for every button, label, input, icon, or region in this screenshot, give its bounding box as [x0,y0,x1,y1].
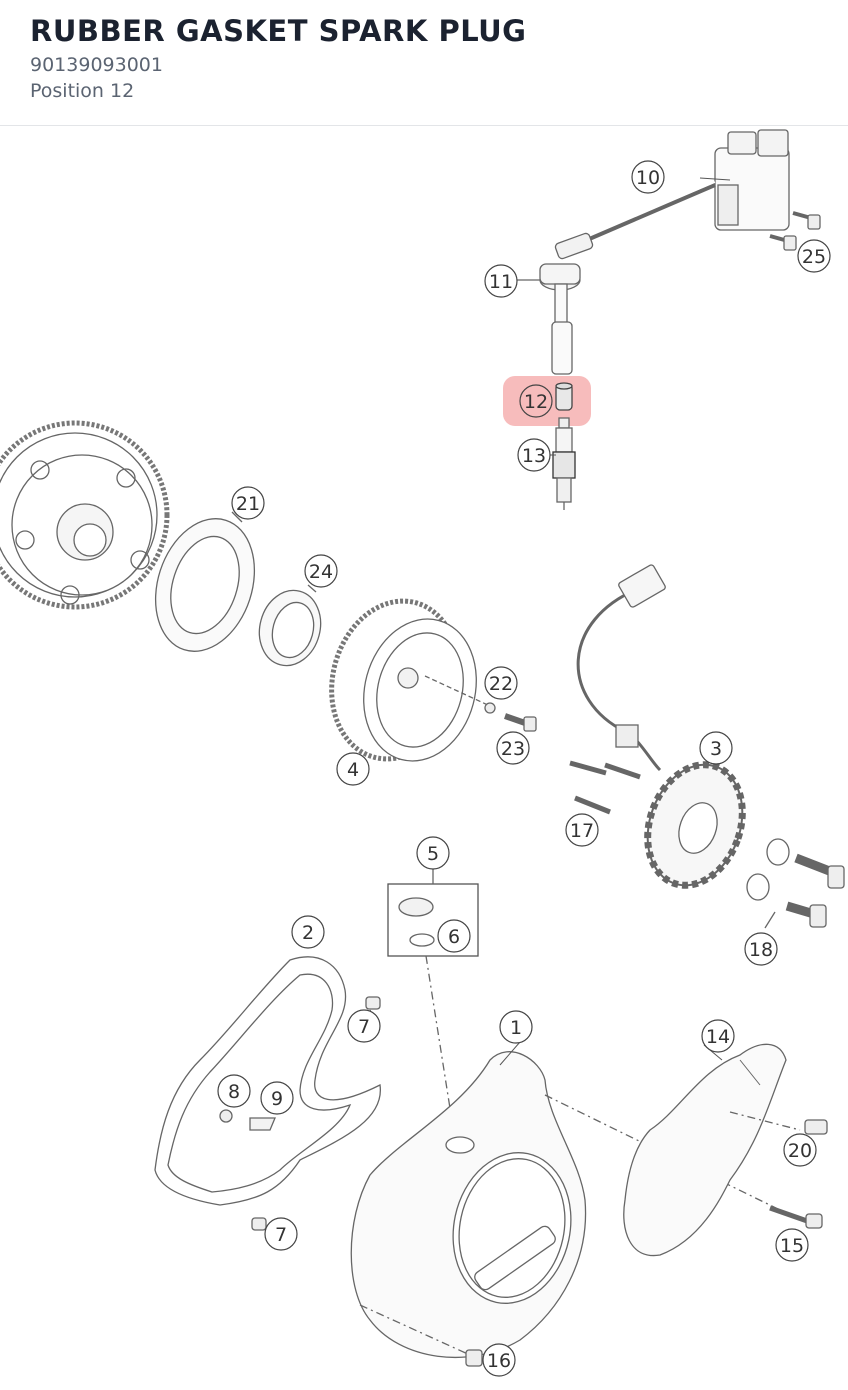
callout-label: 5 [427,843,439,865]
part-position: Position 12 [30,80,135,102]
ignition-cover-drawing [350,1051,781,1358]
callout-c7a[interactable]: 7 [347,1009,381,1043]
callout-label: 23 [501,738,525,760]
cover-gasket-drawing [154,956,381,1231]
callout-label: 25 [802,246,826,268]
stator-drawing [569,564,746,889]
callout-label: 21 [236,493,260,515]
callout-label: 15 [780,1235,804,1257]
callout-circle [336,752,370,786]
callout-label: 1 [510,1017,522,1039]
callout-circle [517,438,551,472]
callout-circle [701,1019,735,1053]
callout-circle [416,836,450,870]
callout-label: 7 [275,1224,287,1246]
callout-c12[interactable]: 12 [519,384,553,418]
torque-limiter-drawing [154,511,256,652]
callout-label: 4 [347,759,359,781]
callout-label: 10 [636,167,660,189]
callout-c9[interactable]: 9 [260,1081,294,1115]
callout-circle [304,554,338,588]
callout-circle [565,813,599,847]
callout-circle [631,160,665,194]
callout-c2[interactable]: 2 [291,915,325,949]
callout-label: 3 [710,738,722,760]
callout-label: 12 [524,391,548,413]
callout-c17[interactable]: 17 [565,813,599,847]
callout-circle [347,1009,381,1043]
callout-c7b[interactable]: 7 [264,1217,298,1251]
callout-circle [699,731,733,765]
callout-c23[interactable]: 23 [496,731,530,765]
cover-bolt-bottom-drawing [465,1349,483,1367]
callout-label: 24 [309,561,333,583]
callout-label: 13 [522,445,546,467]
callout-c15[interactable]: 15 [775,1228,809,1262]
callout-c10[interactable]: 10 [631,160,665,194]
callout-c14[interactable]: 14 [701,1019,735,1053]
callout-label: 14 [706,1026,730,1048]
callout-c21[interactable]: 21 [231,486,265,520]
callout-c11[interactable]: 11 [484,264,518,298]
callout-circle [744,932,778,966]
callout-c20[interactable]: 20 [783,1133,817,1167]
callout-label: 9 [271,1088,283,1110]
callout-label: 8 [228,1081,240,1103]
callout-c1[interactable]: 1 [499,1010,533,1044]
callout-circle [797,239,831,273]
callout-label: 17 [570,820,594,842]
callout-c5[interactable]: 5 [416,836,450,870]
callout-circle [231,486,265,520]
callout-circle [217,1074,251,1108]
rotor-bolt-drawing [484,702,537,732]
callout-label: 18 [749,939,773,961]
callout-circle [783,1133,817,1167]
cover-bolt-long-drawing [769,1205,823,1229]
callout-c6[interactable]: 6 [437,919,471,953]
callout-label: 2 [302,922,314,944]
callout-c3[interactable]: 3 [699,731,733,765]
callout-c13[interactable]: 13 [517,438,551,472]
part-drawings [0,129,845,1367]
callout-label: 22 [489,673,513,695]
callout-circle [496,731,530,765]
callout-circle [482,1343,516,1377]
bearing-ring-drawing [258,584,322,667]
ignition-coil-drawing [554,129,821,260]
callout-circle [775,1228,809,1262]
callout-circle [499,1010,533,1044]
spark-plug-drawing [552,417,576,510]
callout-circle [264,1217,298,1251]
callout-c16[interactable]: 16 [482,1343,516,1377]
part-header: RUBBER GASKET SPARK PLUG 90139093001 Pos… [0,0,848,126]
starter-gear-drawing [0,420,170,610]
callout-c18[interactable]: 18 [744,932,778,966]
callout-circle [484,666,518,700]
part-title: RUBBER GASKET SPARK PLUG [30,14,527,48]
stator-bolts-drawing [746,838,845,929]
callout-circle [437,919,471,953]
callout-label: 7 [358,1016,370,1038]
callout-circle [291,915,325,949]
callout-circle [519,384,553,418]
callout-circle [260,1081,294,1115]
spark-plug-cap-drawing [516,263,581,375]
callout-label: 11 [489,271,513,293]
callout-label: 6 [448,926,460,948]
callout-c24[interactable]: 24 [304,554,338,588]
callout-c8[interactable]: 8 [217,1074,251,1108]
callout-label: 16 [487,1350,511,1372]
callout-circle [484,264,518,298]
rubber-gasket-drawing [555,382,573,411]
callout-c4[interactable]: 4 [336,752,370,786]
rotor-drawing [329,598,491,762]
part-number: 90139093001 [30,54,163,76]
outer-cover-drawing [623,1043,828,1257]
callout-c25[interactable]: 25 [797,239,831,273]
callout-c22[interactable]: 22 [484,666,518,700]
callout-label: 20 [788,1140,812,1162]
